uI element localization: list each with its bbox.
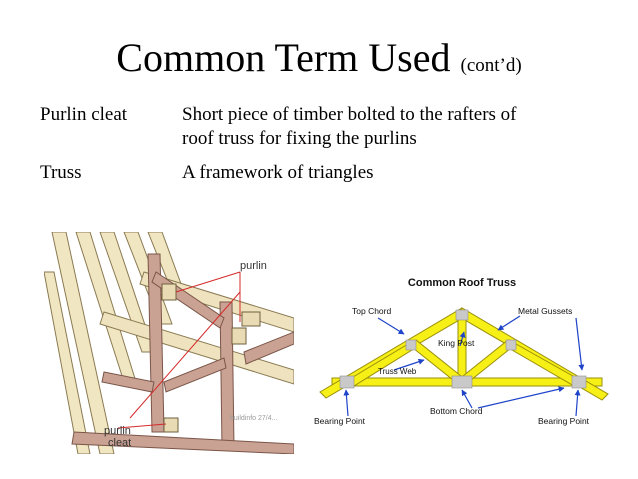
bottom-chord-label: Bottom Chord	[430, 406, 483, 416]
watermark: buildinfo 27/4...	[230, 415, 278, 422]
definition-line: Short piece of timber bolted to the raft…	[182, 104, 517, 125]
term-definition: Short piece of timber bolted to the raft…	[182, 103, 620, 151]
purlin-label: purlin	[240, 260, 267, 272]
title-main: Common Term Used	[116, 35, 451, 80]
term-row-truss: Truss A framework of triangles	[40, 161, 620, 185]
truss-web-label: Truss Web	[378, 367, 417, 376]
term-name: Purlin cleat	[40, 104, 128, 125]
term-definition: A framework of triangles	[182, 161, 620, 185]
common-roof-truss-diagram: Common Roof Truss	[312, 268, 612, 436]
truss-diagram-title: Common Roof Truss	[408, 277, 516, 289]
terms-list: Purlin cleat Short piece of timber bolte…	[40, 103, 620, 185]
metal-gussets-label: Metal Gussets	[518, 306, 572, 316]
purlin-cleat-drawing: purlin purlin cleat buildinfo 27/4...	[44, 232, 294, 454]
bearing-point-label: Bearing Point	[538, 416, 590, 426]
purlin-cleat-label: cleat	[108, 437, 131, 449]
definition-line: roof truss for fixing the purlins	[182, 128, 417, 149]
slide-title: Common Term Used (cont’d)	[0, 34, 638, 90]
bearing-point-label: Bearing Point	[314, 416, 366, 426]
top-chord-label: Top Chord	[352, 306, 391, 316]
purlin-cleat-illustration: purlin purlin cleat buildinfo 27/4...	[44, 232, 294, 454]
purlin-cleat-label: purlin	[104, 425, 131, 437]
title-suffix: (cont’d)	[460, 55, 522, 76]
roof-truss-drawing: Common Roof Truss	[312, 268, 612, 436]
term-row-purlin-cleat: Purlin cleat Short piece of timber bolte…	[40, 103, 620, 151]
king-post-label: King Post	[438, 338, 475, 348]
term-name: Truss	[40, 162, 82, 183]
definition-line: A framework of triangles	[182, 162, 374, 183]
